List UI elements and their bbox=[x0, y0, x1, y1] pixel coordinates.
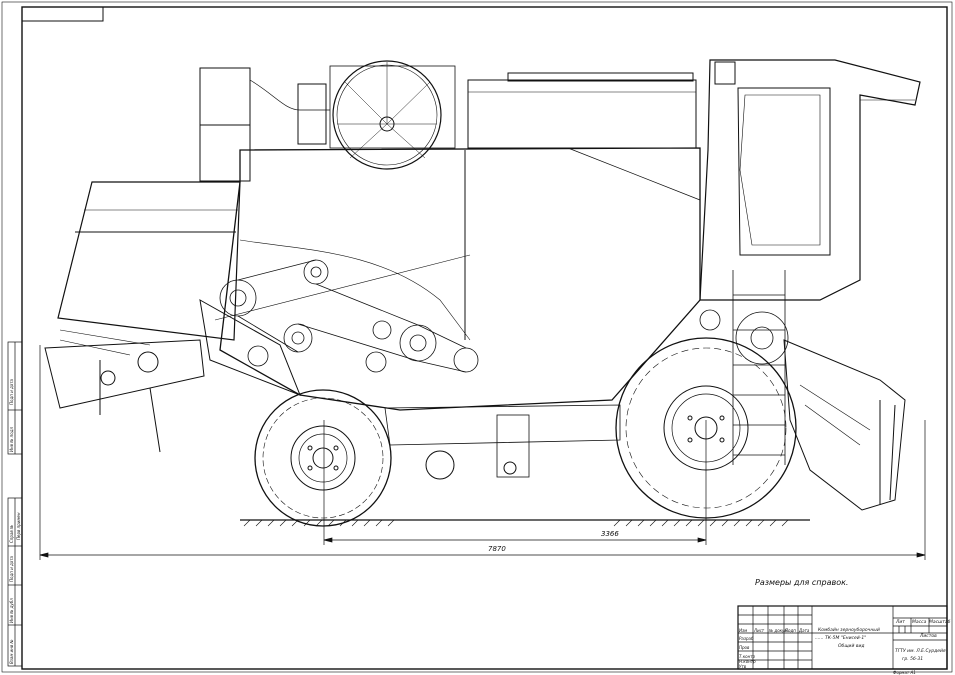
top-drum bbox=[329, 60, 456, 170]
title-line-3: Общий вид bbox=[838, 644, 865, 649]
stamp-header-mass: Масса bbox=[912, 620, 927, 625]
stamp-row-sign: Подп bbox=[785, 628, 796, 633]
title-line-2: ...... ТК-5М "Енисей-1" bbox=[815, 636, 867, 641]
grain-tank bbox=[467, 79, 697, 149]
stamp-role-razrab: Разраб bbox=[739, 636, 754, 641]
dimension-wheelbase-label: 3366 bbox=[601, 530, 619, 538]
left-margin-strips bbox=[7, 341, 23, 667]
stamp-row-doc: № докум. bbox=[769, 628, 789, 633]
chassis-frame bbox=[384, 404, 621, 446]
cab-ladder bbox=[732, 270, 786, 465]
margin-label-inv-dubl: Инв № дубл bbox=[9, 598, 14, 623]
main-body bbox=[219, 147, 701, 411]
front-wheel bbox=[254, 389, 392, 527]
stamp-org-2: гр. 5б-31 bbox=[902, 657, 924, 662]
margin-label-podp-data-2: Подп и дата bbox=[9, 556, 14, 582]
stamp-header-lit: Лит bbox=[896, 620, 905, 625]
combine-harvester bbox=[44, 59, 921, 511]
stamp-sheets: Листов bbox=[920, 634, 937, 639]
header-platform bbox=[44, 339, 205, 409]
dimension-wheelbase bbox=[323, 420, 707, 545]
ground-line bbox=[240, 519, 810, 527]
stamp-role-nkontr: Н.контр bbox=[739, 659, 756, 664]
title-line-1: Комбайн зерноуборочный bbox=[818, 628, 880, 633]
feeder-house bbox=[199, 299, 301, 396]
reel-housing bbox=[57, 181, 241, 341]
rear-section bbox=[783, 339, 906, 511]
margin-label-vzam-inv: Взам инв № bbox=[9, 639, 14, 664]
margin-label-inv-podl: Инв № подл bbox=[9, 426, 14, 452]
margin-label-sprav: Справ № bbox=[9, 524, 14, 543]
stamp-header-scale: Масштаб bbox=[929, 620, 951, 625]
stamp-role-tkontr: Т.контр bbox=[739, 654, 756, 659]
stamp-role-prov: Пров bbox=[739, 645, 750, 650]
stamp-org-1: ТГТУ им. Л.Е.Сурдейя bbox=[895, 649, 946, 654]
stamp-row-list: Лист bbox=[754, 628, 765, 633]
dimension-overall-length bbox=[39, 345, 926, 560]
inner-frame bbox=[21, 6, 948, 670]
margin-label-podp-data-1: Подп и дата bbox=[9, 379, 14, 405]
margin-label-perv-primen: Перв примен bbox=[16, 512, 21, 540]
stamp-row-date: Дата bbox=[799, 628, 810, 633]
reference-dimensions-note: Размеры для справок. bbox=[755, 578, 849, 587]
stamp-role-utv: Утв bbox=[739, 664, 747, 669]
drive-pulleys bbox=[219, 259, 789, 373]
top-left-cell bbox=[21, 6, 104, 22]
title-block bbox=[737, 605, 948, 670]
stamp-format: Формат А1 bbox=[893, 670, 916, 675]
stamp-row-izm: Изм bbox=[739, 628, 748, 633]
rear-wheel bbox=[615, 337, 797, 519]
operator-cab bbox=[699, 59, 921, 301]
dimension-overall-length-label: 7870 bbox=[488, 545, 506, 553]
